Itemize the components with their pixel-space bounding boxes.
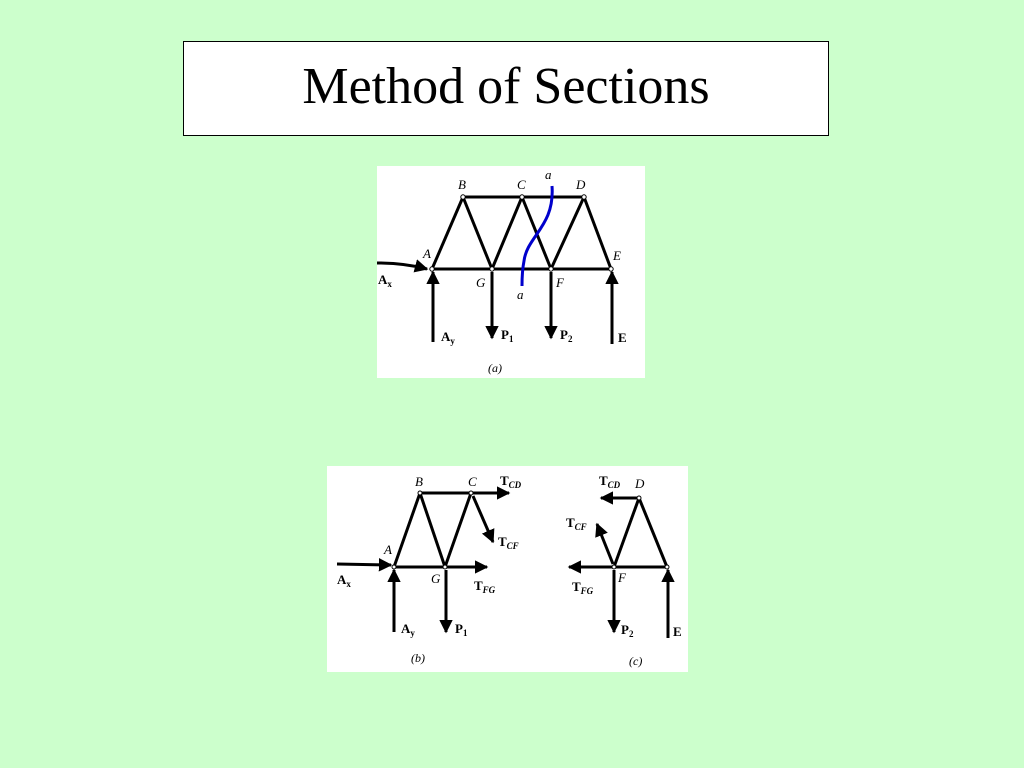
label-ay-b: Ay [401,621,415,638]
figure-bc-svg: A B C G TCD TCF TFG Ax Ay P1 (b) [336,473,682,668]
joint-b [417,490,423,496]
node-label-a: A [422,246,431,261]
truss-members [430,195,613,271]
section-label-bottom: a [517,287,524,302]
node-label-f: F [617,570,627,585]
joint-a [391,564,397,570]
load-arrows [377,259,619,344]
label-p2-c: P2 [621,622,634,639]
section-label-top: a [545,167,552,182]
label-p1-b: P1 [455,621,468,638]
node-label-g: G [431,571,441,586]
member-bg [418,492,447,568]
joint-f [611,564,617,570]
joint-a [429,266,435,272]
arrow-tcf-b [471,495,495,544]
label-tcd-c: TCD [599,473,621,490]
figure-b-members [392,491,473,569]
truss-joints [429,194,614,272]
joint-d [636,495,642,501]
node-label-b: B [415,474,423,489]
node-label-d: D [634,476,645,491]
member-ab [392,492,422,568]
label-tcf-b: TCF [498,534,519,551]
node-label-a: A [383,542,392,557]
arrow-tcf-c [595,522,615,565]
figure-a-full-truss: A B C D E F G a a Ax Ay P1 P2 E (a) [377,166,645,378]
label-tcd-b: TCD [500,473,522,490]
label-tfg-c: TFG [572,579,594,596]
member-gc [443,492,473,568]
node-label-g: G [476,275,486,290]
joint-d [581,194,587,200]
member-bg [461,196,494,270]
joint-c [519,194,525,200]
figure-a-svg: A B C D E F G a a Ax Ay P1 P2 E (a) [377,167,627,375]
slide-title: Method of Sections [302,57,710,115]
joint-e [664,564,670,570]
joint-e [608,266,614,272]
caption-b: (b) [411,651,425,665]
label-ax-b: Ax [337,572,351,589]
label-e: E [618,330,627,345]
arrow-ax [377,259,429,273]
section-cut-line [520,185,554,287]
member-de [582,196,613,270]
figure-c-joints [611,495,670,570]
label-e-c: E [673,624,682,639]
caption-c: (c) [629,654,642,668]
label-tfg-b: TFG [474,578,496,595]
label-p2: P2 [560,327,573,344]
figure-c: D F TCD TCF TFG P2 E (c) [566,473,682,668]
joint-c [468,490,474,496]
member-de [637,497,669,568]
figure-c-members [612,497,669,569]
joint-f [548,266,554,272]
joint-g [442,564,448,570]
label-ay: Ay [441,329,455,346]
label-ax: Ax [378,272,392,289]
node-label-c: C [517,177,526,192]
label-tcf-c: TCF [566,515,587,532]
node-label-e: E [612,248,621,263]
figure-b: A B C G TCD TCF TFG Ax Ay P1 (b) [336,473,522,665]
joint-g [489,266,495,272]
node-label-b: B [458,177,466,192]
figure-b-joints [391,490,474,570]
title-box: Method of Sections [183,41,829,136]
caption-a: (a) [488,361,502,375]
joint-b [460,194,466,200]
node-label-f: F [555,275,565,290]
label-p1: P1 [501,327,514,344]
figure-c-force-arrows [567,491,675,638]
member-fd [549,196,586,270]
node-label-d: D [575,177,586,192]
member-ab [430,196,465,270]
node-label-c: C [468,474,477,489]
figure-bc-free-bodies: A B C G TCD TCF TFG Ax Ay P1 (b) [327,466,688,672]
arrow-ax-b [336,558,393,572]
figure-b-force-arrows [336,486,511,634]
member-fd [612,497,641,568]
member-gc [490,196,524,270]
